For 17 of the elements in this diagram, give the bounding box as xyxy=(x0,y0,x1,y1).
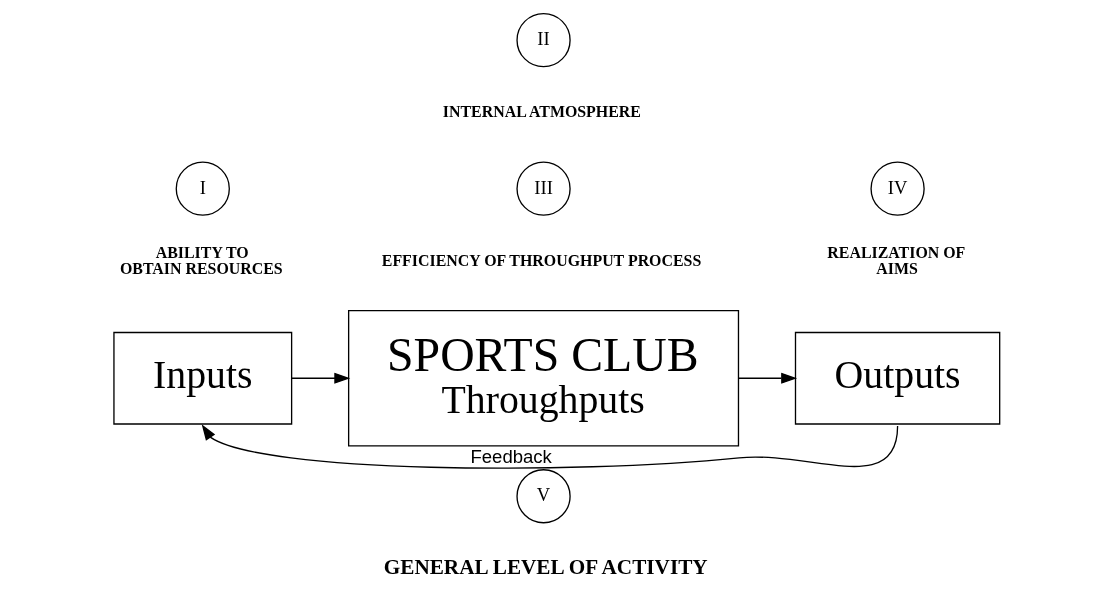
node-box: SPORTS CLUB Throughputs xyxy=(347,309,740,447)
node-box: Inputs xyxy=(113,331,293,425)
edge-label: Feedback xyxy=(470,445,552,467)
node-circle: I xyxy=(175,161,230,216)
node-label: INTERNAL ATMOSPHERE xyxy=(442,103,641,121)
node-label: EFFICIENCY OF THROUGHPUT PROCESS xyxy=(381,251,702,269)
node-label: REALIZATION OF AIMS xyxy=(827,244,966,278)
node-label: ABILITY TO OBTAIN RESOURCES xyxy=(119,244,283,278)
arrow xyxy=(201,424,899,469)
node-circle: V xyxy=(516,469,571,524)
node-circle: II xyxy=(516,12,571,68)
node-circle: IV xyxy=(870,161,925,216)
node-circle: III xyxy=(516,161,571,216)
node-box: Outputs xyxy=(794,331,1001,425)
node-label: GENERAL LEVEL OF ACTIVITY xyxy=(383,555,708,580)
arrow xyxy=(290,372,351,384)
arrow xyxy=(737,372,798,384)
